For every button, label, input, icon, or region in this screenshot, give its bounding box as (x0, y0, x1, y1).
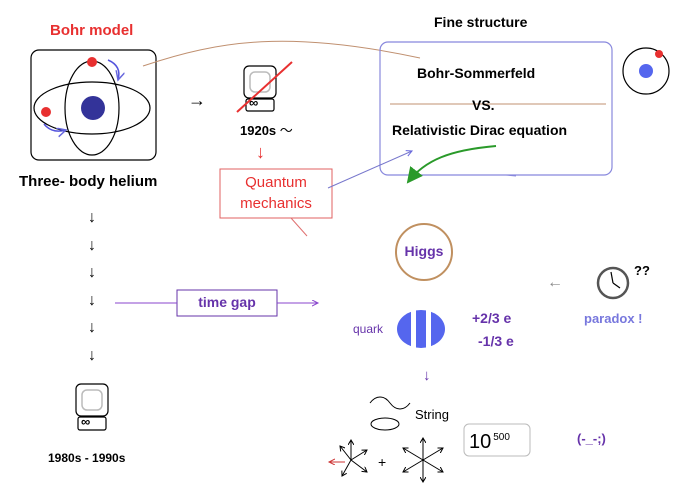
paradox-left-arrow: ← (547, 274, 563, 291)
charge-down-label: -1/3 e (478, 333, 514, 349)
axes-multi-icon (403, 438, 443, 482)
question-marks: ?? (634, 263, 650, 278)
higgs-label: Higgs (404, 243, 444, 259)
bohr-model-title: Bohr model (50, 22, 134, 39)
bohr-to-fine-curve (142, 40, 421, 67)
time-gap-label: time gap (198, 294, 256, 310)
fine-structure-title: Fine structure (434, 14, 528, 30)
bohr-model-figure (30, 49, 157, 161)
higgs-circle (395, 223, 453, 281)
timeline-arrow: ↓ (88, 209, 96, 226)
green-arrow (406, 145, 497, 184)
year-1920s-label: 1920s ～ (240, 123, 293, 138)
face-emoticon: (-_-;) (577, 431, 606, 446)
quark-label: quark (353, 322, 384, 336)
timeline-arrow: ↓ (88, 319, 96, 336)
bohr-sommerfeld-label: Bohr-Sommerfeld (417, 65, 536, 81)
strike-through (236, 61, 293, 113)
quantum-mechanics-label: Quantum mechanics (240, 174, 312, 212)
charge-up-label: +2/3 e (472, 310, 512, 326)
computer-1980s (75, 383, 109, 431)
arrow-right: → (188, 90, 206, 110)
electron-top (87, 57, 97, 67)
quantum-box (219, 168, 333, 219)
timeline-arrow: ↓ (88, 264, 96, 281)
electron-left (41, 107, 51, 117)
computer-1980s-symbol: ∞ (81, 414, 91, 429)
paradox-label: paradox ! (584, 311, 643, 326)
landscape-box (463, 423, 531, 457)
string-label: String (415, 407, 449, 422)
nucleus (81, 96, 105, 120)
plus-sign: + (378, 454, 387, 470)
axes-3d-icon (329, 440, 367, 476)
dirac-equation-label: Relativistic Dirac equation (392, 122, 568, 138)
quark-figure (397, 309, 445, 349)
timeline-arrow: ↓ (88, 237, 96, 254)
clock-icon (596, 266, 630, 300)
red-down-arrow: ↓ (256, 142, 265, 162)
three-body-helium-caption: Three- body helium (19, 173, 158, 190)
quark-down-arrow: ↓ (423, 367, 431, 384)
string-shapes (369, 396, 411, 431)
timeline-arrow: ↓ (88, 347, 96, 364)
quantum-to-fine-arrow (327, 151, 412, 189)
fine-structure-box (379, 41, 613, 176)
computer-1920s-symbol: ∞ (249, 95, 259, 110)
timeline-arrow: ↓ (88, 292, 96, 309)
small-atom (622, 47, 670, 95)
time-gap-box (176, 289, 278, 317)
vs-label: VS. (472, 97, 495, 113)
year-1980s-label: 1980s - 1990s (48, 451, 126, 465)
computer-1920s (236, 61, 293, 113)
